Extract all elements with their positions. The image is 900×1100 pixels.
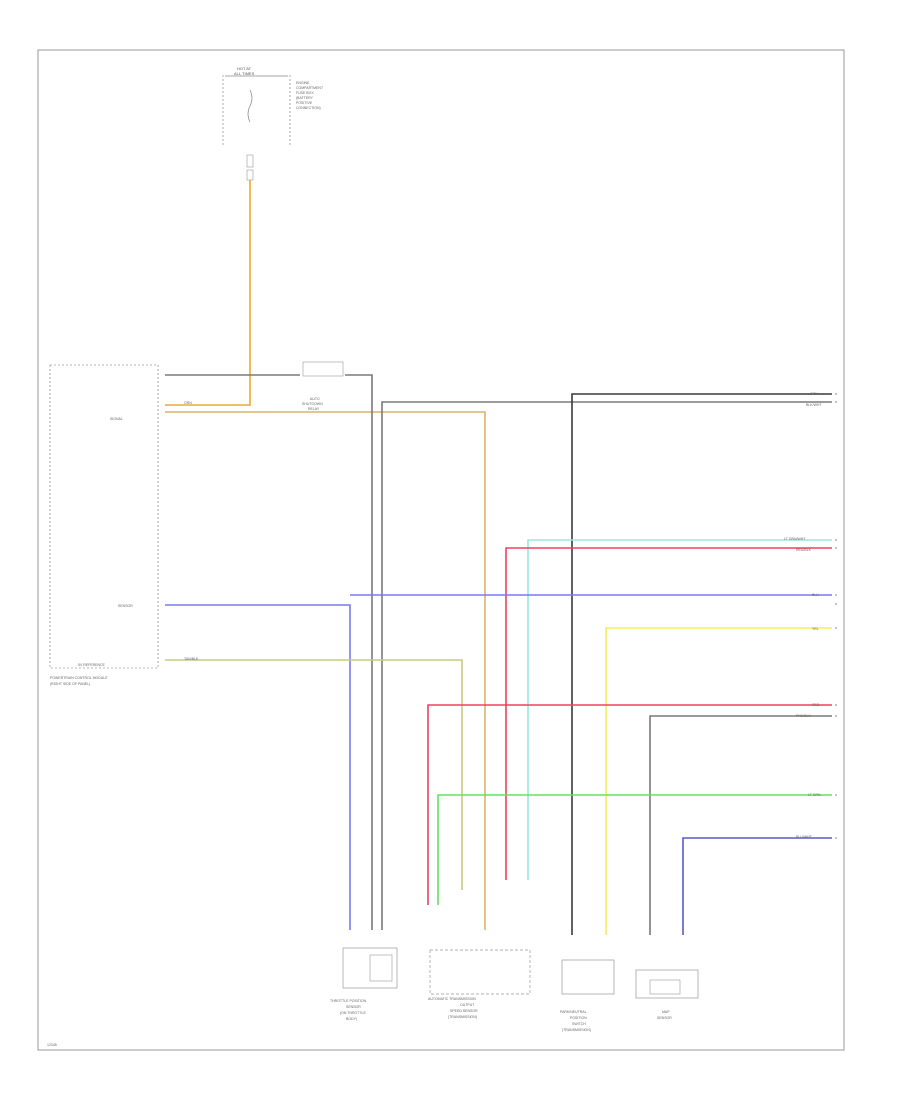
wire-terminal [835,627,837,629]
wire-terminal [835,547,837,549]
wire-orange [165,180,251,406]
map-sensor-icon [635,969,699,999]
footer-code: 12345 [47,1043,57,1047]
supply-line-2: ALL TIMES [234,71,255,76]
wire-tag-yel: YEL [812,627,819,631]
supply-note-3: FUSE BOX [296,91,314,95]
pcm-name-1: POWERTRAIN CONTROL MODULE [50,676,108,680]
wire-terminal [835,794,837,796]
tps-label-1: THROTTLE POSITION [330,999,367,1003]
wire-terminal [835,594,837,596]
map-label-2: SENSOR [657,1016,672,1020]
wire-gray-relay-out [345,374,373,930]
park-label-2: POSITION [570,1016,587,1020]
power-supply-block: HOT AT ALL TIMES ENGINE COMPARTMENT FUSE… [222,66,324,181]
wire-tag-tan-blk: TAN/BLK [184,657,199,661]
relay: AUTO SHUTDOWN RELAY [302,361,344,411]
park-label-3: SWITCH [572,1022,586,1026]
pcm-pin-label-ref: 5V REFERENCE [78,663,106,667]
trans-label-1: AUTOMATIC TRANSMISSION [428,997,476,1001]
connector-top [246,154,254,168]
trans-label-3: SPEED SENSOR [450,1009,478,1013]
wire-terminal [835,539,837,541]
supply-note-5: POSITIVE [296,101,313,105]
wire-tag-pnk-blk: PNK/BLK [796,714,811,718]
wire-red [427,704,832,905]
pcm-module: SIGNAL SENSOR 5V REFERENCE POWERTRAIN CO… [49,364,159,686]
relay-label-3: RELAY [308,407,320,411]
tps-label-2: SENSOR [346,1005,361,1009]
supply-note-1: ENGINE [296,81,310,85]
supply-note-6: CONNECTION) [296,106,321,110]
component-park-neutral-switch: PARK/NEUTRAL POSITION SWITCH (TRANSMISSI… [560,959,615,1032]
trans-label-4: (TRANSMISSION) [448,1015,477,1019]
pcm-name-2: (RIGHT SIDE OF PANEL) [50,682,90,686]
wire-tag-blk-wht: BLK/WHT [806,403,822,407]
pcm-pin-label-signal: SIGNAL [110,417,123,421]
trans-label-2: OUTPUT [460,1003,475,1007]
park-switch-icon [561,959,615,995]
wire-tag-blu: BLU [812,593,819,597]
wire-tag-red-blk: RED/BLK [796,548,812,552]
wire-terminal [835,715,837,717]
wire-tag-lt-grn: LT GRN [808,793,821,797]
wire-pink [649,715,832,935]
wire-gray-h [381,401,832,930]
wire-cyan [527,539,832,880]
map-label-1: MAP [662,1010,670,1014]
wire-green [437,794,832,905]
relay-label-2: SHUTDOWN [302,402,323,406]
wire-tag-gry: GRY [810,392,818,396]
tps-label-4: BODY) [346,1017,357,1021]
wire-blue [165,604,351,930]
wire-terminal [835,704,837,706]
wire-tag-orn: ORN [184,401,192,405]
tps-sensor-icon [342,947,398,989]
park-label-4: (TRANSMISSION) [562,1028,591,1032]
trans-sensor-icon [429,949,531,995]
wire-terminal [835,837,837,839]
relay-coil-icon [302,361,344,377]
wire-yellow [605,627,832,935]
wire-tan [165,411,486,930]
supply-line-1: HOT AT [237,66,252,71]
wire-terminal [835,603,837,605]
wire-black [571,393,832,935]
wire-terminal [835,393,837,395]
wire-tag-blu-wht: BLU/WHT [796,835,813,839]
fuse-icon [247,89,253,123]
tps-housing-icon [369,954,393,982]
component-trans-speed-sensor: AUTOMATIC TRANSMISSION OUTPUT SPEED SENS… [428,949,531,1019]
park-label-1: PARK/NEUTRAL [560,1010,587,1014]
supply-note-4: (BATTERY [296,96,314,100]
diagram-frame [37,49,845,1051]
wire-navy [682,837,832,935]
connector-top-2 [246,169,254,181]
wire-terminal [835,401,837,403]
wires [165,180,837,935]
supply-note-2: COMPARTMENT [296,86,324,90]
tps-label-3: (ON THROTTLE [340,1011,366,1015]
pcm-pin-label-sensor: SENSOR [118,604,133,608]
wire-tag-lt-grn-wht: LT GRN/WHT [784,537,806,541]
component-tps: THROTTLE POSITION SENSOR (ON THROTTLE BO… [330,947,398,1021]
component-map-sensor: MAP SENSOR [635,969,699,1020]
map-sensor-port-icon [649,979,681,995]
wire-red-blk [505,547,832,880]
wire-olive [165,659,463,890]
wire-tag-red: RED [812,703,820,707]
wire-tags: LT GRN/WHT RED/BLK BLU YEL RED PNK/BLK L… [184,392,822,839]
relay-label-1: AUTO [310,397,320,401]
